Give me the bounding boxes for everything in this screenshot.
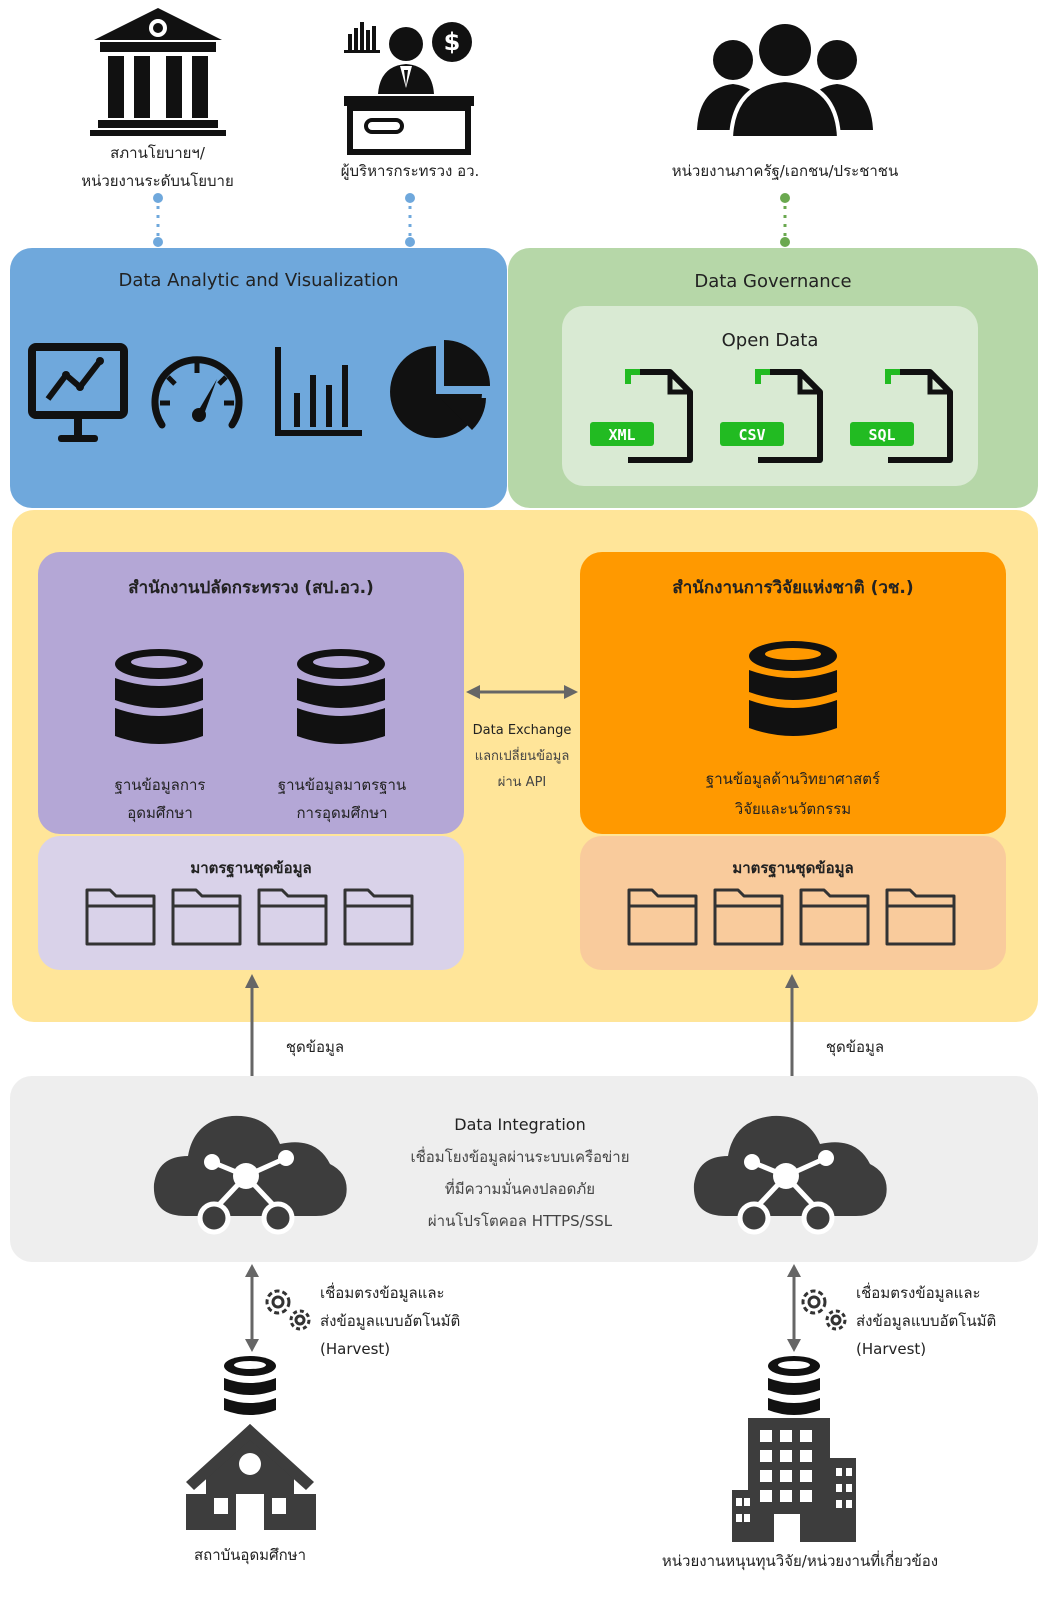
university-icon [186, 1354, 316, 1534]
right-harvest-arrow [784, 1262, 804, 1354]
left-harvest-line3: (Harvest) [320, 1340, 391, 1358]
left-harvest-line1: เชื่อมตรงข้อมูลและ [320, 1284, 445, 1302]
nrct-standards-box: มาตรฐานชุดข้อมูล [580, 836, 1006, 970]
integration-line1: เชื่อมโยงข้อมูลผ่านระบบเครือข่าย [410, 1148, 630, 1166]
policy-connector [148, 190, 168, 250]
analytics-panel: Data Analytic and Visualization [10, 248, 507, 508]
nrct-title: สำนักงานการวิจัยแห่งชาติ (วช.) [672, 578, 914, 598]
sql-file-icon: SQL [850, 368, 960, 468]
policy-actor-label-line2: หน่วยงานระดับนโยบาย [81, 172, 234, 190]
higher-education-db-label-line2: อุดมศึกษา [127, 804, 193, 822]
higher-education-database-icon [114, 648, 204, 752]
csv-format-label: CSV [738, 426, 765, 444]
public-actor-label: หน่วยงานภาครัฐ/เอกชน/ประชาชน [671, 162, 899, 180]
university-label: สถาบันอุดมศึกษา [194, 1546, 306, 1564]
right-harvest-line1: เชื่อมตรงข้อมูลและ [856, 1284, 981, 1302]
right-gears-icon [794, 1282, 854, 1338]
sql-format-label: SQL [868, 426, 895, 444]
bar-chart-icon [272, 345, 364, 439]
research-db-label-line1: ฐานข้อมูลด้านวิทยาศาสตร์ [705, 770, 881, 788]
csv-file-icon: CSV [720, 368, 830, 468]
svg-text:$: $ [444, 28, 461, 56]
nrct-folder-icons [626, 884, 966, 948]
left-dataset-label: ชุดข้อมูล [285, 1038, 345, 1056]
research-units-label: หน่วยงานหนุนทุนวิจัย/หน่วยงานที่เกี่ยวข้… [661, 1552, 939, 1570]
open-data-box: Open Data XML CSV [562, 306, 978, 486]
executive-connector [400, 190, 420, 250]
policy-actor-label-line1: สภานโยบายฯ/ [110, 144, 205, 162]
executive-desk-icon: $ [340, 16, 480, 156]
right-dataset-label: ชุดข้อมูล [825, 1038, 885, 1056]
pie-chart-icon [388, 338, 492, 442]
governance-panel: Data Governance Open Data XML CSV [508, 248, 1038, 508]
executive-actor-label: ผู้บริหารกระทรวง อว. [340, 162, 480, 180]
ministry-title: สำนักงานปลัดกระทรวง (สป.อว.) [128, 578, 374, 598]
data-exchange-arrow [464, 682, 580, 702]
ministry-standards-title: มาตรฐานชุดข้อมูล [190, 859, 312, 877]
ministry-standards-box: มาตรฐานชุดข้อมูล [38, 836, 464, 970]
people-group-icon [695, 20, 875, 138]
left-gears-icon [258, 1282, 318, 1338]
data-exchange-line3: ผ่าน API [497, 775, 547, 790]
integration-line2: ที่มีความมั่นคงปลอดภัย [444, 1180, 596, 1198]
standards-db-label-line1: ฐานข้อมูลมาตรฐาน [277, 776, 407, 794]
presentation-chart-icon [28, 343, 128, 443]
ministry-box: สำนักงานปลัดกระทรวง (สป.อว.) [38, 552, 464, 834]
higher-education-db-label-line1: ฐานข้อมูลการ [114, 776, 206, 794]
research-database-icon [748, 640, 838, 744]
right-harvest-line3: (Harvest) [856, 1340, 927, 1358]
xml-format-label: XML [608, 426, 635, 444]
xml-file-icon: XML [590, 368, 700, 468]
standards-db-label-line2: การอุดมศึกษา [296, 804, 388, 822]
open-data-title: Open Data [721, 330, 819, 351]
left-cloud-network-icon [150, 1092, 350, 1242]
ministry-folder-icons [84, 884, 424, 948]
nrct-standards-title: มาตรฐานชุดข้อมูล [732, 859, 854, 877]
nrct-box: สำนักงานการวิจัยแห่งชาติ (วช.) [580, 552, 1006, 834]
standards-database-icon [296, 648, 386, 752]
research-units-icon [730, 1354, 860, 1544]
left-harvest-line2: ส่งข้อมูลแบบอัตโนมัติ [320, 1312, 461, 1330]
left-harvest-arrow [242, 1262, 262, 1354]
government-building-icon [90, 6, 226, 136]
integration-title: Data Integration [454, 1115, 586, 1134]
public-connector [775, 190, 795, 250]
data-exchange-title: Data Exchange [472, 723, 572, 738]
speedometer-icon [150, 351, 244, 435]
right-harvest-line2: ส่งข้อมูลแบบอัตโนมัติ [856, 1312, 997, 1330]
governance-title: Data Governance [694, 271, 852, 292]
analytics-title: Data Analytic and Visualization [118, 270, 399, 291]
data-exchange-line2: แลกเปลี่ยนข้อมูล [474, 749, 570, 764]
right-cloud-network-icon [690, 1092, 890, 1242]
integration-line3: ผ่านโปรโตคอล HTTPS/SSL [427, 1212, 613, 1230]
research-db-label-line2: วิจัยและนวัตกรรม [734, 800, 852, 818]
